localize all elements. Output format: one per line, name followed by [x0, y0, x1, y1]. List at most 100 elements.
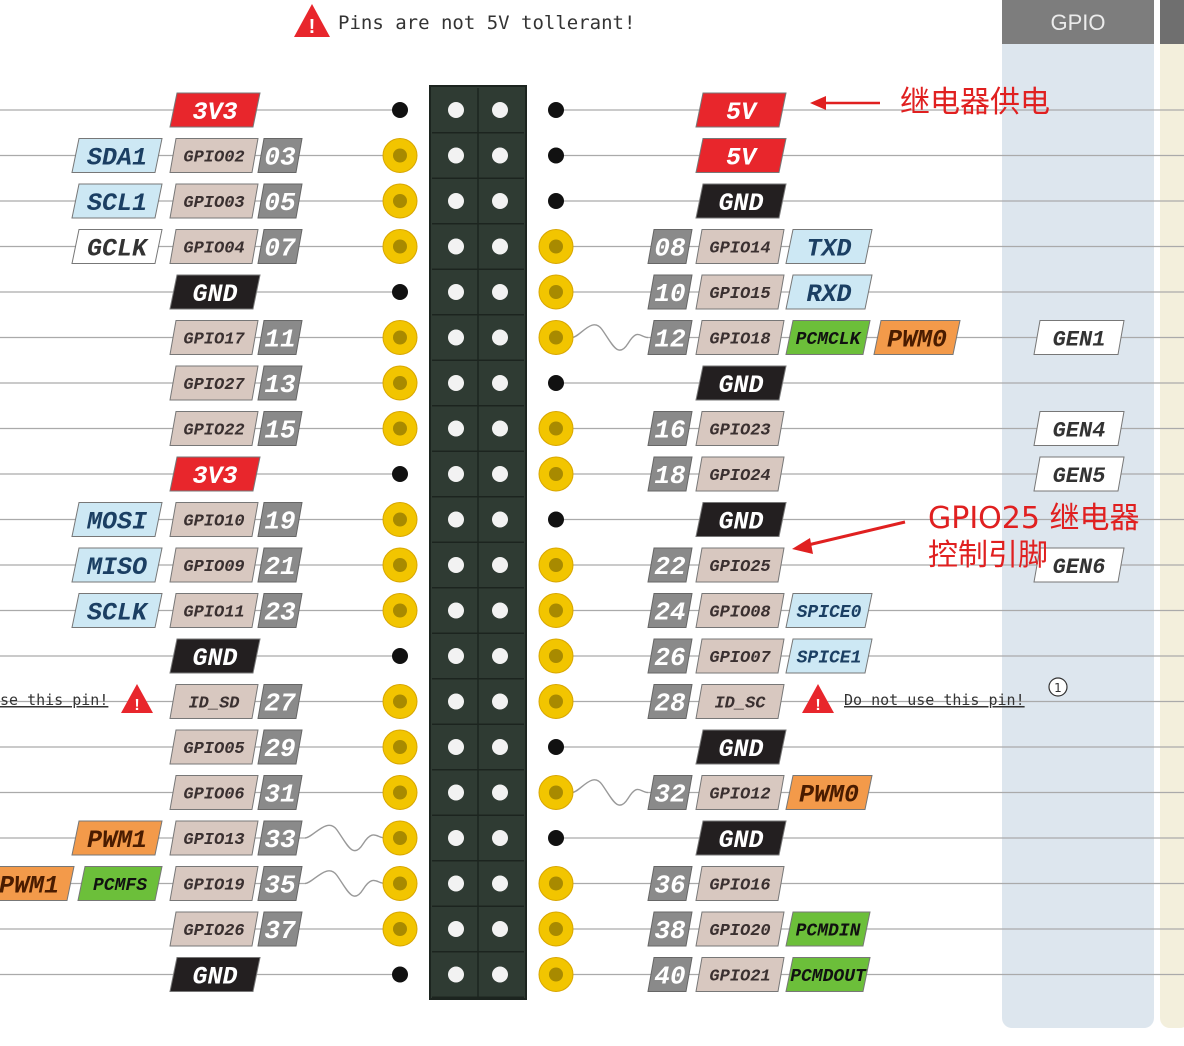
right-row-16-gpio-label: GPIO23 — [709, 422, 770, 441]
right-row-26-gpio-label: GPIO07 — [709, 649, 771, 668]
left-row-15-gpio-tag — [169, 411, 259, 446]
left-row-7-num-tag — [257, 229, 303, 264]
header-pin-even — [492, 648, 508, 664]
header-pin-odd — [448, 830, 464, 846]
right-row-14-pin — [548, 375, 564, 391]
right-row-2-label: 5V — [726, 98, 758, 127]
left-row-35-gpio-tag — [169, 866, 259, 901]
right-row-24-tag — [785, 593, 873, 628]
header-pin-odd — [448, 966, 464, 983]
right-row-10-gpio-label: GPIO15 — [709, 285, 770, 304]
left-row: GND — [169, 274, 408, 310]
right-row-16-num-tag — [647, 411, 693, 446]
left-row-7-gpio-label: GPIO04 — [183, 240, 244, 259]
warning-right-icon — [802, 684, 834, 713]
right-row-32-label: PWM0 — [799, 780, 859, 809]
right-row: GND — [548, 365, 787, 401]
left-row-21-label: MISO — [86, 553, 147, 582]
warning-top-text: Pins are not 5V tollerant! — [338, 12, 635, 34]
warning-left-text: se this pin! — [0, 691, 108, 709]
header-pin-even — [492, 284, 508, 300]
left-row-33-gpio-tag — [169, 820, 259, 856]
left-row-31-gpio-label: GPIO06 — [183, 786, 244, 805]
left-row-5-label: SCL1 — [87, 189, 147, 218]
right-row: GND — [548, 502, 787, 537]
header-pin-even — [492, 784, 508, 801]
left-row-7-pin-number: 07 — [264, 234, 296, 264]
gpio-column-title: GPIO — [1050, 10, 1105, 35]
right-row-22-gpio-label: GPIO25 — [709, 558, 770, 577]
left-row-5-pin-number: 05 — [264, 188, 296, 218]
right-row-18-gpio-label: GPIO24 — [709, 467, 770, 486]
header-pin-even — [492, 375, 508, 391]
left-row-23-num-tag — [257, 593, 303, 628]
right-row-30-label: GND — [718, 735, 763, 764]
footnote-marker — [1048, 677, 1068, 697]
right-row-8-pin-number: 08 — [654, 234, 686, 264]
right-row-12-tag — [873, 320, 961, 355]
right-row-8-label: TXD — [806, 234, 851, 263]
right-row-12-label: PCMCLK — [796, 330, 863, 350]
pin-header — [429, 85, 527, 1000]
left-row-39-pin — [392, 966, 408, 983]
right-row-40-gpio-label: GPIO21 — [709, 968, 770, 987]
header-pin-even — [492, 875, 508, 892]
right-row-36-pin-number: 36 — [654, 871, 685, 901]
left-row-3-gpio-tag — [169, 138, 259, 173]
header-pin-odd — [448, 557, 464, 573]
left-row: GND — [169, 957, 408, 992]
left-row-35-label: PCMFS — [93, 876, 147, 896]
header-pin-odd — [448, 602, 464, 619]
header-pin-odd — [448, 921, 464, 937]
right-row: GND — [548, 729, 787, 765]
right-row-18-pin-number: 18 — [654, 461, 686, 491]
svg-text:!: ! — [309, 16, 316, 38]
right-row-22-num-tag — [647, 547, 693, 583]
right-row-10-num-tag — [647, 274, 693, 310]
warning-icon — [294, 4, 330, 37]
right-row-6-pin — [548, 193, 564, 209]
left-row: 3V3 — [169, 92, 408, 128]
left-row-29-num-tag — [257, 729, 303, 765]
control-annotation-line1: GPIO25 继电器 — [928, 501, 1140, 536]
left-row: GND — [169, 638, 408, 674]
header-pin-even — [492, 147, 508, 164]
right-row-18-gen-label: GEN5 — [1053, 464, 1106, 489]
left-row-33-tag — [71, 820, 163, 856]
header-pin-even — [492, 193, 508, 209]
right-row-12-pin-number: 12 — [654, 325, 686, 355]
header-pin-odd — [448, 875, 464, 892]
left-row-27-gpio-tag — [169, 684, 259, 719]
header-pin-even — [492, 921, 508, 937]
left-row-29-gpio-tag — [169, 729, 259, 765]
warning-left-icon — [121, 684, 153, 713]
right-row-8-num-tag — [647, 229, 693, 264]
gpio-column-panel — [1002, 0, 1154, 1028]
right-row-24-gpio-label: GPIO08 — [709, 604, 770, 623]
left-row-37-gpio-label: GPIO26 — [183, 922, 244, 941]
left-row-19-tag — [71, 502, 163, 537]
right-row-4-label: 5V — [726, 143, 758, 172]
left-row-23-tag — [71, 593, 163, 628]
header-pin-odd — [448, 648, 464, 664]
right-row-12-num-tag — [647, 320, 693, 355]
left-row-11-gpio-label: GPIO17 — [183, 331, 245, 350]
right-row-26-pin-number: 26 — [654, 643, 685, 673]
right-row-14-tag — [695, 365, 787, 401]
warning-top: ! Pins are not 5V tollerant! — [294, 4, 635, 38]
left-row-35-tag — [0, 866, 75, 901]
left-row-27-num-tag — [257, 684, 303, 719]
left-row-13-pin-number: 13 — [264, 370, 296, 400]
left-row-33-gpio-label: GPIO13 — [183, 831, 244, 850]
header-pin-odd — [448, 147, 464, 164]
left-row-19-gpio-tag — [169, 502, 259, 537]
left-row-37-gpio-tag — [169, 911, 259, 947]
right-row-8-gpio-label: GPIO14 — [709, 240, 770, 259]
